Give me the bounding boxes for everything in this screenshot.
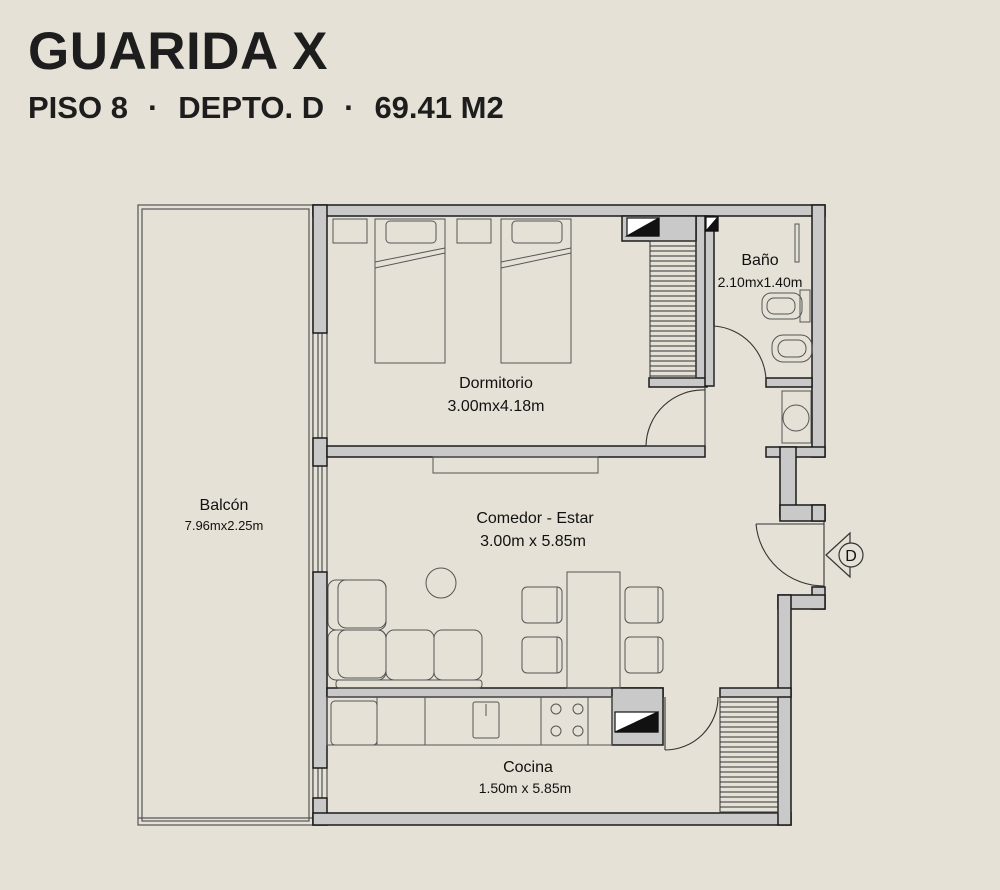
- plan-title: GUARIDA X: [28, 22, 328, 81]
- kitchen-counter: [326, 696, 613, 746]
- storage-stairs: [649, 240, 779, 814]
- cocina-size: 1.50m x 5.85m: [479, 780, 572, 796]
- separator-2: ·: [344, 90, 355, 125]
- comedor-name: Comedor - Estar: [476, 510, 594, 527]
- living-furniture: [327, 567, 664, 689]
- balcon-size: 7.96mx2.25m: [185, 518, 264, 533]
- walls: [312, 204, 826, 826]
- bedroom-furniture: [332, 218, 599, 474]
- cocina-name: Cocina: [503, 759, 553, 776]
- bath-fixtures: [761, 223, 813, 444]
- balcony: [137, 204, 314, 826]
- dormitorio-size: 3.00mx4.18m: [448, 398, 545, 415]
- unit-label: DEPTO. D: [178, 90, 325, 125]
- plan-subtitle: PISO 8 · DEPTO. D · 69.41 M2: [28, 88, 504, 128]
- entrance-marker: D: [825, 531, 864, 579]
- entrance-label: D: [845, 548, 857, 565]
- balcon-name: Balcón: [200, 497, 249, 514]
- dormitorio-name: Dormitorio: [459, 375, 533, 392]
- vent-ducts: [614, 215, 719, 733]
- area-label: 69.41 M2: [374, 90, 504, 125]
- bano-name: Baño: [741, 252, 778, 269]
- room-labels: Dormitorio 3.00mx4.18m Baño 2.10mx1.40m …: [185, 252, 803, 796]
- bano-size: 2.10mx1.40m: [718, 274, 803, 290]
- separator-1: ·: [147, 90, 159, 125]
- comedor-size: 3.00m x 5.85m: [480, 533, 586, 550]
- floor-label: PISO 8: [28, 90, 128, 125]
- doors: [645, 325, 825, 751]
